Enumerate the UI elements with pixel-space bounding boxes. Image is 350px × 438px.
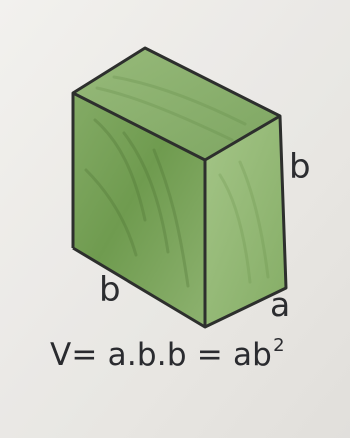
volume-formula: V= a.b.b = ab2 <box>50 337 285 371</box>
box-front-face <box>73 93 205 327</box>
length-label: b <box>99 270 121 310</box>
box-side-face <box>205 116 286 327</box>
box-side-shading <box>218 160 270 284</box>
formula-exponent: 2 <box>273 335 285 356</box>
box-top-face <box>73 48 280 160</box>
box-shading-strokes <box>84 118 190 288</box>
width-label: a <box>270 285 291 324</box>
height-label: b <box>289 147 311 187</box>
box-top-shading <box>95 75 247 142</box>
green-box <box>71 46 288 329</box>
formula-base: V= a.b.b = ab <box>50 337 273 373</box>
